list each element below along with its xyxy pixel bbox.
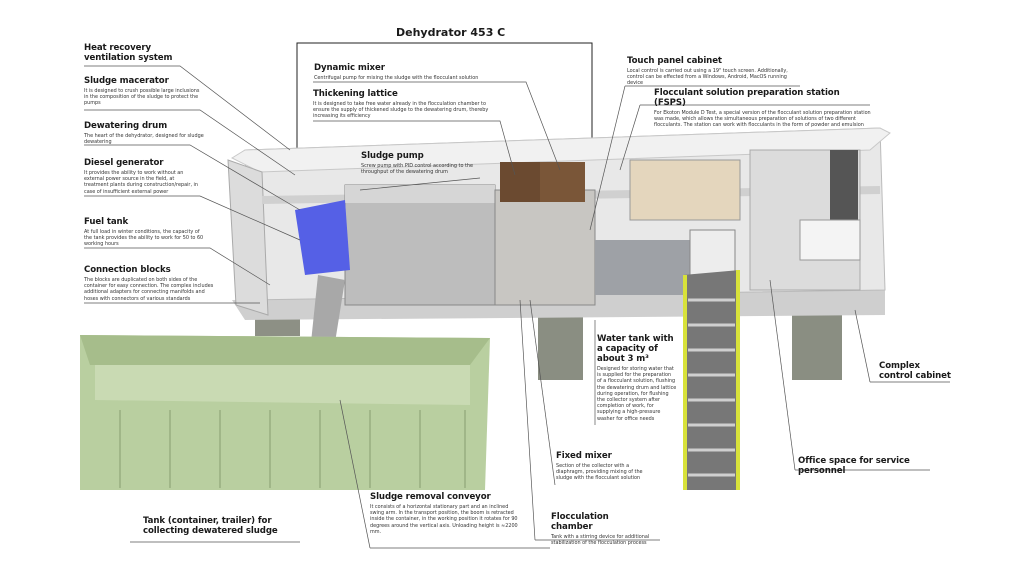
fsps-station — [629, 159, 741, 221]
leader-lines — [84, 65, 950, 549]
label-water-tank: Water tank with a capacity of about 3 m³… — [597, 334, 677, 422]
page-title: Dehydrator 453 C — [396, 26, 506, 39]
label-tank-trailer: Tank (container, trailer) for collecting… — [143, 516, 278, 536]
concrete-block — [538, 310, 583, 380]
dewatering-drum — [344, 184, 496, 306]
concrete-block — [792, 310, 842, 380]
label-fsps: Flocculant solution preparation station … — [654, 88, 871, 129]
flocculation-chamber — [494, 189, 596, 306]
sludge-macerator — [295, 200, 350, 275]
label-office-space: Office space for service personnel — [798, 456, 910, 476]
label-complex-control: Complex control cabinet — [879, 361, 951, 381]
brown-tank — [500, 162, 545, 202]
label-heat-recovery: Heat recovery ventilation system — [84, 43, 173, 63]
stairs — [683, 270, 740, 490]
container-left-end — [227, 159, 269, 316]
